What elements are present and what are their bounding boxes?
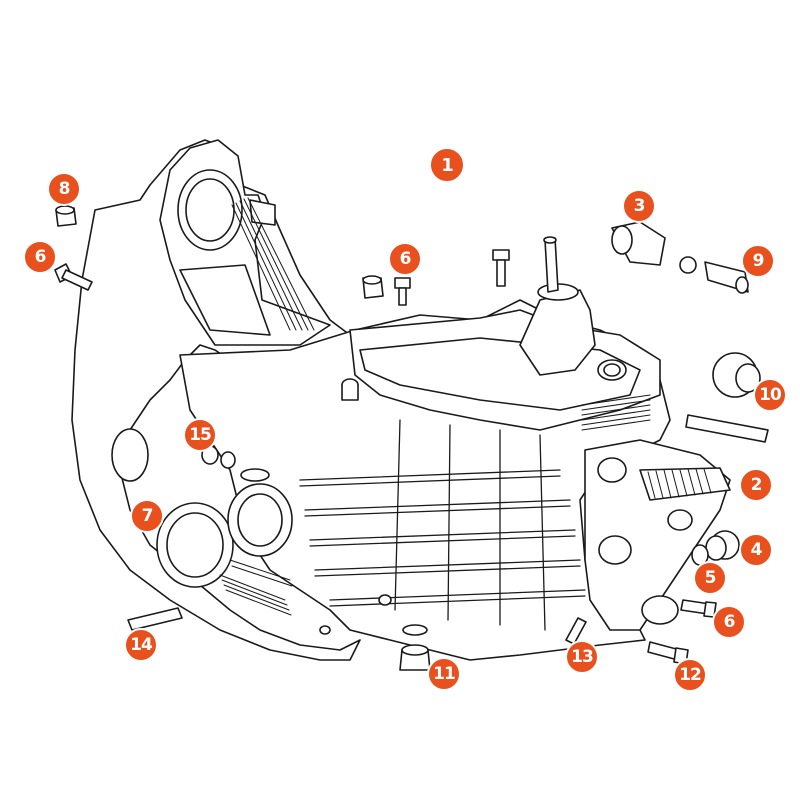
- part-6-bolt-right: [680, 599, 717, 618]
- part-14-stud: [127, 607, 183, 631]
- callout-4[interactable]: 4: [739, 533, 773, 567]
- callout-6c[interactable]: 6: [712, 605, 746, 639]
- callout-8[interactable]: 8: [47, 172, 81, 206]
- part-10-plug: [712, 352, 761, 398]
- part-8-sleeve: [55, 205, 77, 227]
- callout-15[interactable]: 15: [183, 418, 217, 452]
- part-9-sensor: [704, 261, 749, 294]
- part-11-drain-plug: [399, 624, 431, 671]
- callout-12[interactable]: 12: [673, 658, 707, 692]
- gearbox-housing: [71, 139, 731, 661]
- callout-2[interactable]: 2: [739, 468, 773, 502]
- callout-14[interactable]: 14: [124, 628, 158, 662]
- part-bolt-top-center: [492, 249, 510, 287]
- callout-7[interactable]: 7: [130, 499, 164, 533]
- callout-10[interactable]: 10: [753, 378, 787, 412]
- callout-11[interactable]: 11: [427, 657, 461, 691]
- part-nut-top: [362, 275, 384, 299]
- part-3-sleeve: [611, 221, 697, 274]
- part-6-bolt-top: [394, 277, 411, 306]
- callout-6a[interactable]: 6: [23, 240, 57, 274]
- part-4-plug: [705, 530, 740, 561]
- callout-5[interactable]: 5: [693, 561, 727, 595]
- part-stud-right: [685, 414, 769, 443]
- callout-3[interactable]: 3: [622, 189, 656, 223]
- callout-13[interactable]: 13: [565, 640, 599, 674]
- part-6-bolt-left: [54, 263, 93, 291]
- callout-1[interactable]: 1: [429, 147, 465, 183]
- callout-9[interactable]: 9: [741, 244, 775, 278]
- callout-6b[interactable]: 6: [388, 242, 422, 276]
